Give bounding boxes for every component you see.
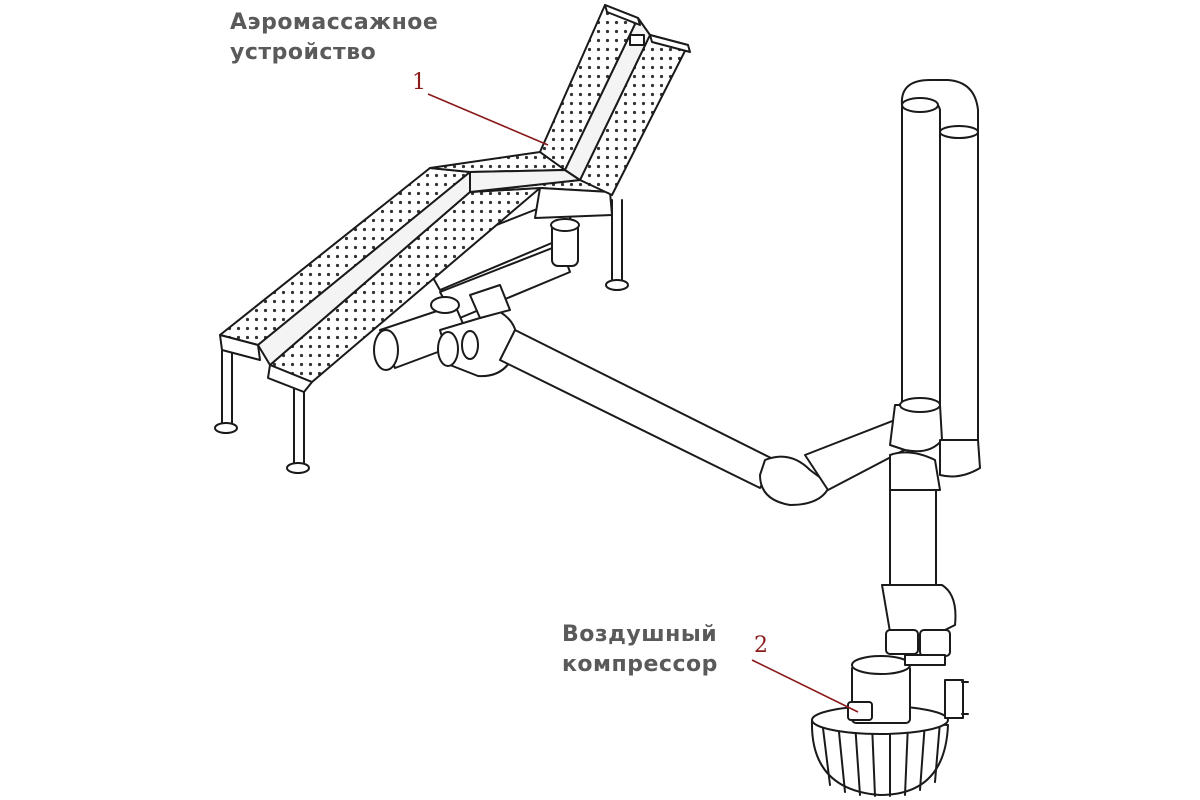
supply-pipe (499, 329, 909, 506)
compressor-label-line1: Воздушный (562, 622, 718, 647)
device-label: Аэромассажное устройство (230, 8, 438, 68)
leader-line-2 (751, 659, 859, 713)
leader-line-1 (427, 93, 549, 146)
under-bed-piping (373, 199, 580, 378)
device-label-line1: Аэромассажное (230, 10, 439, 35)
callout-number-1: 1 (412, 70, 426, 95)
aeromassage-bed (219, 4, 691, 393)
risers (881, 79, 981, 657)
compressor-label-line2: компрессор (562, 652, 718, 677)
air-compressor (810, 654, 969, 797)
compressor-label: Воздушный компрессор (562, 620, 718, 680)
device-label-line2: устройство (230, 40, 377, 65)
callout-number-2: 2 (754, 633, 768, 658)
